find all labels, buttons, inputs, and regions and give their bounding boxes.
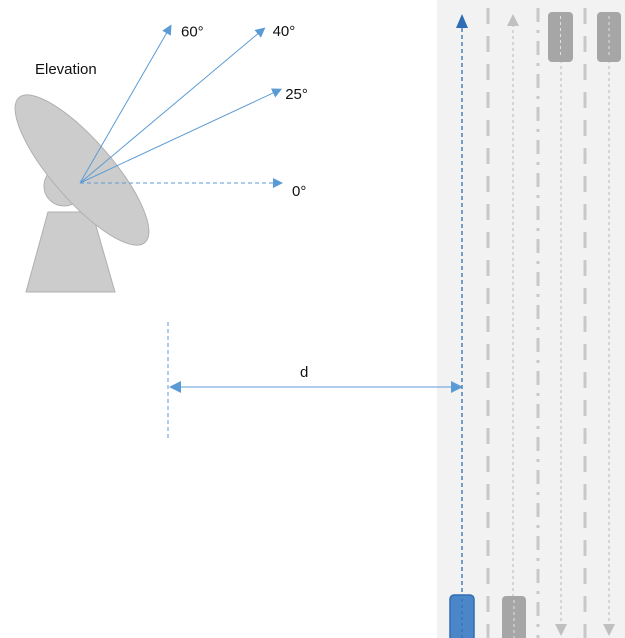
arrowhead-right xyxy=(451,381,463,393)
angle-label-40: 40° xyxy=(273,23,296,40)
road xyxy=(437,0,625,638)
arrow-up-icon xyxy=(456,14,468,28)
radar-dish-icon xyxy=(14,94,150,293)
road-surface xyxy=(437,0,625,638)
beam-25-deg xyxy=(79,88,283,184)
arrow-up-icon xyxy=(507,14,519,26)
angle-label-25: 25° xyxy=(285,86,308,103)
arrowhead-left xyxy=(169,381,181,393)
beam-40-deg xyxy=(79,27,266,184)
arrow-down-icon xyxy=(603,624,615,636)
elevation-label: Elevation xyxy=(35,61,97,78)
vehicle-icon xyxy=(502,596,526,638)
vehicle-icon xyxy=(597,12,621,62)
angle-label-0: 0° xyxy=(292,183,306,200)
distance-indicator: d xyxy=(167,322,463,440)
beam-60-deg xyxy=(79,24,172,184)
distance-label: d xyxy=(300,364,308,381)
arrow-down-icon xyxy=(555,624,567,636)
vehicle-icon xyxy=(449,594,475,638)
dish-reflector xyxy=(14,94,150,246)
angle-label-60: 60° xyxy=(181,23,204,40)
vehicle-icon xyxy=(548,12,573,62)
elevation-beams: 60° 40° 25° 0° xyxy=(79,23,308,200)
